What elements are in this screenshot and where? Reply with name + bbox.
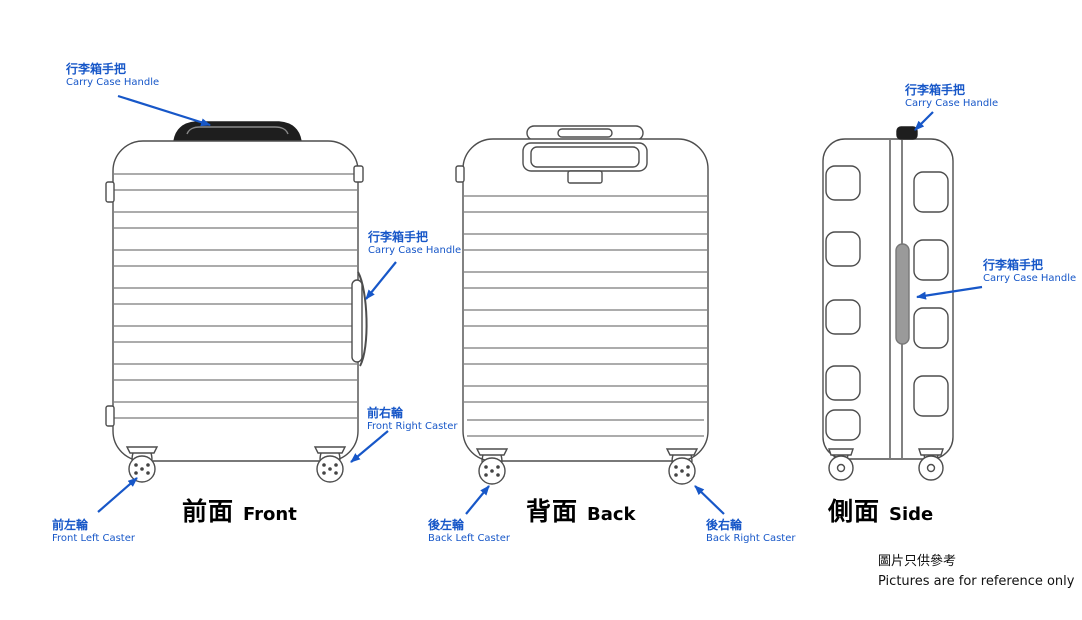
side-right-ribs: [913, 171, 949, 417]
side-grip-icon: [895, 243, 910, 345]
label-back-right-caster-zh: 後右輪: [706, 518, 743, 532]
caption-back-zh: 背面: [526, 497, 579, 526]
label-side-handle-en: Carry Case Handle: [983, 273, 1077, 284]
label-front-side-handle-en: Carry Case Handle: [368, 245, 462, 256]
label-side-top-handle-en: Carry Case Handle: [905, 98, 999, 109]
front-side-handle-icon: [351, 271, 368, 367]
label-front-top-handle: 行李箱手把 Carry Case Handle: [66, 62, 159, 90]
label-side-top-handle-zh: 行李箱手把: [905, 83, 966, 97]
label-front-top-handle-zh: 行李箱手把: [66, 62, 127, 76]
caption-side-en: Side: [889, 504, 934, 525]
front-left-tab-lower: [105, 405, 115, 427]
label-front-side-handle-zh: 行李箱手把: [368, 230, 429, 244]
front-right-caster-icon: [313, 446, 347, 483]
back-right-caster-icon: [665, 448, 699, 485]
front-top-handle-icon: [173, 121, 302, 142]
back-grooves: [464, 195, 707, 437]
arrow-front-side-handle: [365, 261, 397, 300]
label-back-left-caster-zh: 後左輪: [428, 518, 465, 532]
label-back-right-caster: 後右輪 Back Right Caster: [706, 518, 795, 546]
side-left-ribs: [825, 165, 861, 441]
front-view-illustration: [105, 121, 368, 483]
side-top-handle-icon: [896, 126, 918, 140]
caption-side-zh: 側面: [828, 497, 881, 526]
arrow-side-handle: [916, 285, 983, 300]
arrow-front-top-handle: [117, 94, 211, 127]
arrow-front-left-caster: [97, 477, 138, 513]
side-left-caster-icon: [828, 448, 854, 481]
arrow-front-right-caster: [350, 430, 389, 463]
caption-back-view: 背面 Back: [526, 492, 636, 528]
label-front-top-handle-en: Carry Case Handle: [66, 77, 160, 88]
label-front-right-caster: 前右輪 Front Right Caster: [367, 406, 458, 434]
footnote: 圖片只供參考 Pictures are for reference only: [878, 552, 1074, 591]
back-view-illustration: [455, 125, 709, 485]
caption-back-en: Back: [587, 504, 636, 525]
front-right-latch: [353, 165, 364, 183]
front-grooves: [114, 173, 357, 419]
label-back-right-caster-en: Back Right Caster: [706, 533, 796, 544]
back-telescopic-panel: [522, 142, 648, 184]
callout-arrows: [97, 94, 983, 515]
front-left-tab: [105, 181, 115, 203]
label-back-left-caster-en: Back Left Caster: [428, 533, 510, 544]
label-front-right-caster-zh: 前右輪: [367, 406, 404, 420]
label-back-left-caster: 後左輪 Back Left Caster: [428, 518, 510, 546]
arrow-back-left-caster: [465, 485, 490, 515]
caption-front-view: 前面 Front: [182, 492, 297, 528]
side-view-illustration: [822, 126, 954, 481]
caption-front-en: Front: [243, 504, 297, 525]
caption-front-zh: 前面: [182, 497, 235, 526]
back-left-tab: [455, 165, 465, 183]
label-front-side-handle: 行李箱手把 Carry Case Handle: [368, 230, 461, 258]
label-front-left-caster-en: Front Left Caster: [52, 533, 135, 544]
label-front-left-caster-zh: 前左輪: [52, 518, 89, 532]
label-side-handle: 行李箱手把 Carry Case Handle: [983, 258, 1076, 286]
label-side-top-handle: 行李箱手把 Carry Case Handle: [905, 83, 998, 111]
label-front-right-caster-en: Front Right Caster: [367, 421, 458, 432]
caption-side-view: 側面 Side: [828, 492, 933, 528]
front-left-caster-icon: [125, 446, 159, 483]
arrow-back-right-caster: [694, 485, 725, 515]
back-left-caster-icon: [475, 448, 509, 485]
back-top-handle-icon: [526, 125, 644, 141]
arrow-side-top-handle: [914, 111, 934, 131]
side-right-caster-icon: [918, 448, 944, 481]
footnote-en: Pictures are for reference only: [878, 573, 1075, 589]
label-front-left-caster: 前左輪 Front Left Caster: [52, 518, 135, 546]
label-side-handle-zh: 行李箱手把: [983, 258, 1044, 272]
footnote-zh: 圖片只供參考: [878, 554, 957, 569]
